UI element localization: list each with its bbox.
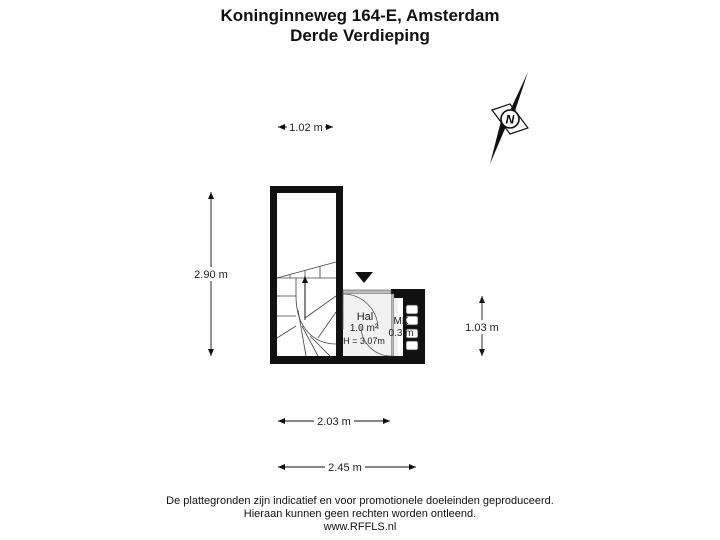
room-hal-name: Hal <box>357 311 374 323</box>
disclaimer-line-1: De plattegronden zijn indicatief en voor… <box>166 495 554 507</box>
walls <box>270 186 425 364</box>
plan-title: Koninginneweg 164-E, Amsterdam <box>220 6 500 25</box>
entrance-marker <box>355 272 373 283</box>
room-mk-floor <box>394 298 398 356</box>
compass-circle <box>500 109 520 129</box>
hal-door <box>342 293 379 330</box>
compass: N <box>490 72 529 164</box>
dimension-right: 1.03 m <box>462 296 502 356</box>
dimension-bottom-outer: 2.45 m <box>278 460 416 474</box>
dimension-top: 1.02 m <box>278 120 333 134</box>
room-hal-area: 1.0 m² <box>350 323 379 334</box>
dimension-bottom-inner: 2.03 m <box>278 414 390 428</box>
plan-subtitle: Derde Verdieping <box>290 26 430 45</box>
disclaimer-line-2: Hieraan kunnen geen rechten worden ontle… <box>243 508 477 520</box>
dim-bottom-inner: 2.03 m <box>317 416 351 428</box>
compass-needle-south <box>490 117 510 164</box>
dimension-left: 2.90 m <box>191 192 231 356</box>
compass-letter: N <box>506 113 515 127</box>
website-link[interactable]: www.RFFLS.nl <box>323 521 397 533</box>
mk-door <box>360 325 392 357</box>
room-hal-floor <box>343 294 391 356</box>
staircase <box>276 261 337 357</box>
dim-bottom-outer: 2.45 m <box>328 462 362 474</box>
dim-top-width: 1.02 m <box>289 122 323 134</box>
mk-shelves <box>405 304 419 351</box>
compass-needle-north <box>507 72 528 117</box>
dim-left-height: 2.90 m <box>194 269 228 281</box>
room-mk-name: MK <box>394 316 409 327</box>
room-mk-area: 0.3 m <box>388 328 413 339</box>
room-hal-height: H = 3.07m <box>343 336 385 346</box>
dim-right-height: 1.03 m <box>465 322 499 334</box>
